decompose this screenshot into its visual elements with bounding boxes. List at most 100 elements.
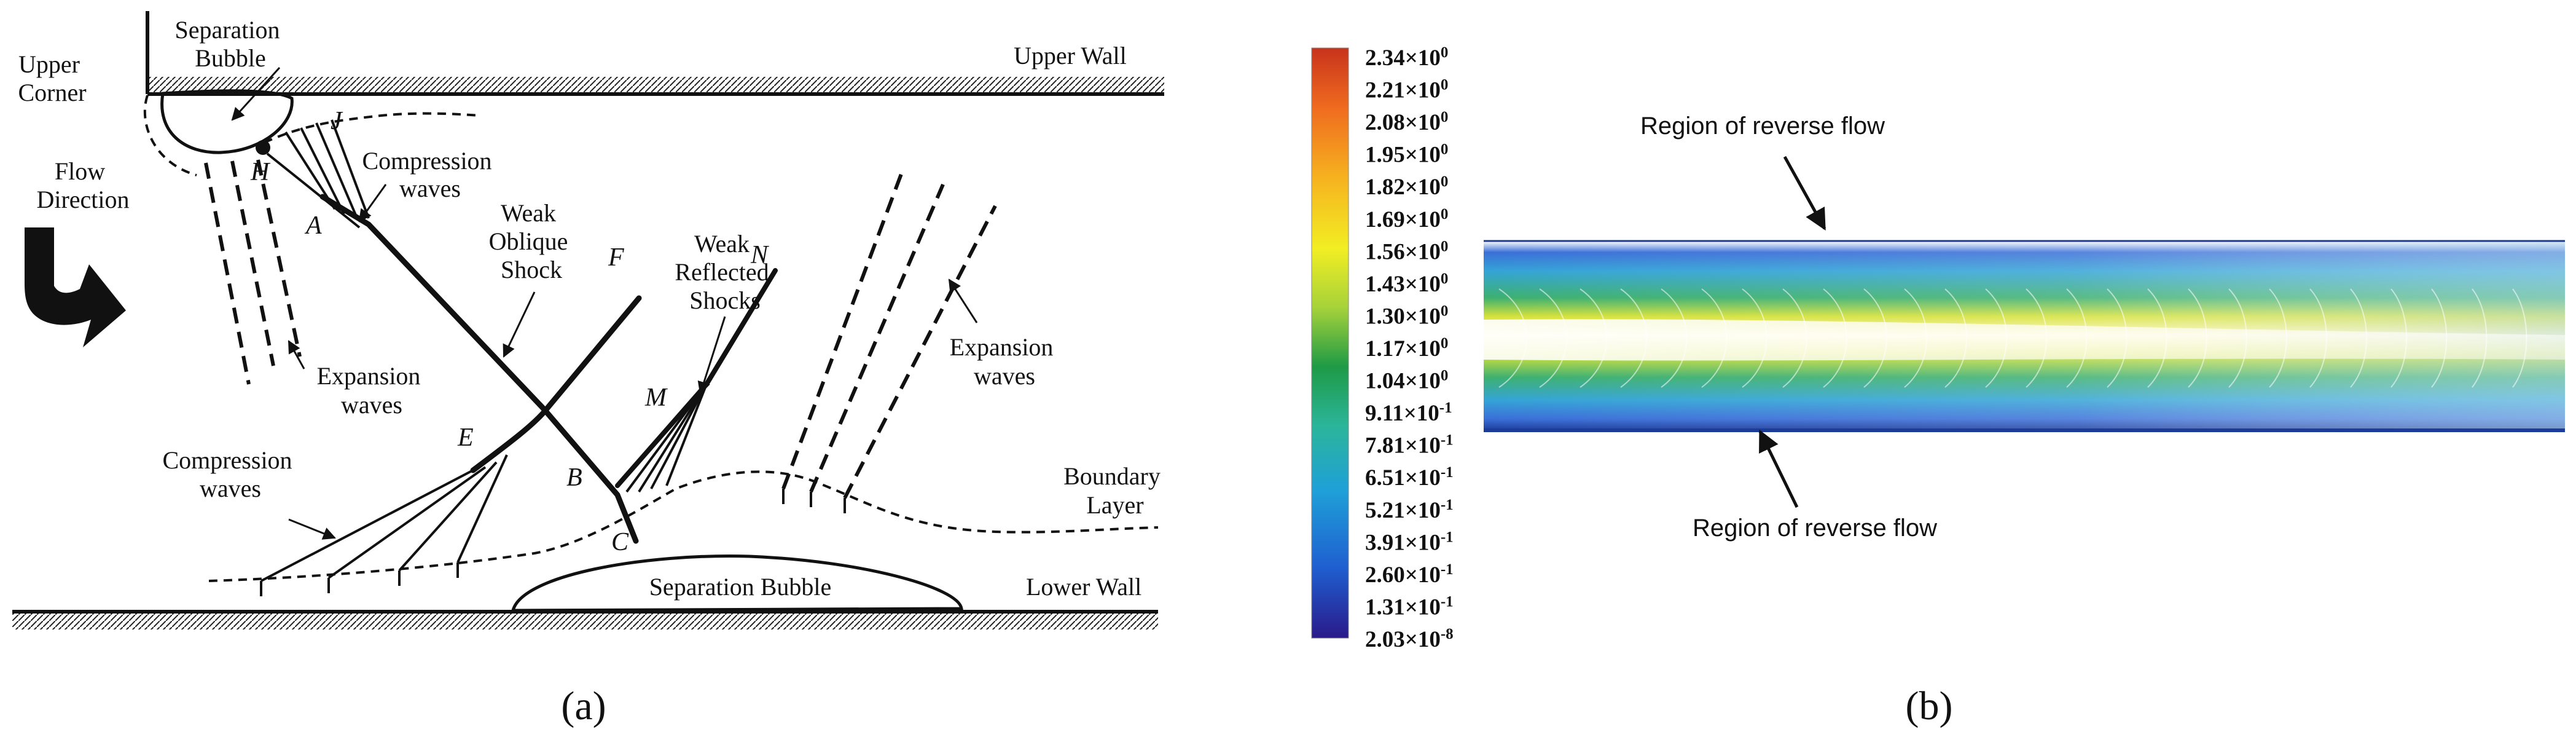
label-weak-oblique-shock: Weak Oblique Shock — [489, 199, 574, 283]
colorbar-tick-label: 6.51×10-1 — [1365, 464, 1454, 491]
contour-line — [2472, 288, 2488, 388]
contour-line — [1985, 288, 2008, 388]
upper-wall-hatch — [147, 77, 1164, 93]
colorbar-tick-label: 1.04×100 — [1365, 367, 1448, 394]
colorbar-tick-label: 1.31×10-1 — [1365, 593, 1454, 620]
compression-waves-top — [266, 119, 370, 229]
leader-compression-bottom — [288, 518, 336, 540]
colorbar-tick-label: 5.21×10-1 — [1365, 496, 1454, 523]
point-label-J: J — [331, 107, 343, 135]
contour-line — [2269, 288, 2287, 388]
contour-line — [1904, 288, 1927, 388]
leader-expansion-left — [288, 340, 305, 369]
arrow-reverse-flow-bottom — [1758, 429, 1799, 508]
contour-line — [1742, 288, 1768, 388]
point-label-N: N — [750, 241, 769, 269]
panel-b-contour: 2.34×100 2.21×100 2.08×100 1.95×100 1.82×100… — [1311, 44, 2565, 728]
contour-line — [2026, 288, 2048, 388]
label-weak-reflected-shocks: Weak Reflected Shocks — [675, 230, 775, 314]
colorbar-tick-label: 1.69×100 — [1365, 205, 1448, 232]
label-expansion-waves-left: Expansion waves — [317, 362, 427, 419]
label-boundary-layer: Boundary Layer — [1063, 462, 1167, 519]
colorbar-tick-label: 2.60×10-1 — [1365, 561, 1454, 588]
panel-a-shock-schematic: Separation Bubble Upper Wall Upper Corne… — [12, 11, 1167, 728]
caption-b: (b) — [1906, 684, 1953, 728]
label-separation-bubble-bottom: Separation Bubble — [649, 573, 832, 601]
contour-line — [2107, 288, 2128, 388]
contour-line — [2431, 288, 2448, 388]
colorbar-tick-label: 2.34×100 — [1365, 44, 1448, 71]
lower-wall-hatch — [12, 614, 1158, 630]
label-compression-waves-bottom: Compression waves — [162, 446, 298, 502]
contour-line — [1580, 288, 1608, 388]
contour-line — [2350, 288, 2368, 388]
compression-ticks — [260, 489, 846, 596]
colorbar-tick-labels: 2.34×100 2.21×100 2.08×100 1.95×100 1.82×100… — [1365, 44, 1454, 653]
point-labels: H J A F N M E B C — [250, 107, 769, 556]
compression-fan-M — [625, 383, 708, 493]
arrow-reverse-flow-top — [1783, 156, 1826, 231]
colorbar-tick-label: 1.95×100 — [1365, 141, 1448, 168]
leader-separation-bubble — [231, 66, 281, 121]
label-separation-bubble-top: Separation Bubble — [174, 16, 286, 72]
lower-separation-bubble — [511, 555, 963, 612]
expansion-waves-right — [781, 168, 997, 499]
expansion-waves-left — [204, 159, 302, 385]
annotation-reverse-flow-bottom: Region of reverse flow — [1693, 515, 1937, 542]
leader-reflected — [697, 316, 726, 395]
compression-waves-bottom — [260, 454, 508, 582]
label-upper-corner: Upper Corner — [18, 50, 86, 106]
reflected-shock-EF — [470, 295, 642, 473]
label-expansion-waves-right: Expansion waves — [950, 333, 1060, 390]
colorbar-tick-label: 1.56×100 — [1365, 238, 1448, 265]
colorbar-tick-label: 9.11×10-1 — [1365, 400, 1452, 427]
label-compression-waves-top: Compression waves — [362, 147, 498, 202]
contour-line — [1661, 288, 1688, 388]
upper-separation-bubble — [160, 89, 294, 154]
contour-line — [2188, 288, 2207, 388]
point-label-M: M — [644, 384, 668, 412]
contour-line — [1498, 288, 1527, 388]
contour-line — [1539, 288, 1567, 388]
leader-oblique-shock — [503, 291, 536, 358]
colorbar-tick-label: 7.81×10-1 — [1365, 432, 1454, 459]
point-label-F: F — [608, 243, 624, 272]
contour-line — [1944, 288, 1967, 388]
leader-expansion-right — [948, 278, 978, 323]
point-label-E: E — [457, 424, 474, 452]
leader-compression-top — [358, 184, 387, 223]
colorbar-tick-label: 1.82×100 — [1365, 173, 1448, 200]
lower-boundary-layer — [208, 470, 1159, 582]
contour-line — [2147, 288, 2167, 388]
colorbar-tick-label: 1.17×100 — [1365, 335, 1448, 362]
colorbar-tick-label: 2.03×10-8 — [1365, 626, 1454, 653]
point-H-dot — [256, 140, 270, 155]
flow-direction-arrow — [25, 227, 126, 347]
contour-line — [1823, 288, 1847, 388]
contour-line — [2309, 288, 2327, 388]
point-label-H: H — [250, 158, 271, 186]
contour-line — [2066, 288, 2088, 388]
colorbar-tick-label: 2.21×100 — [1365, 76, 1448, 103]
contour-line — [1863, 288, 1887, 388]
contour-line — [1782, 288, 1807, 388]
colorbar-tick-label: 1.30×100 — [1365, 302, 1448, 330]
contour-line — [2390, 288, 2408, 388]
upper-boundary-dashed — [264, 112, 480, 144]
label-lower-wall: Lower Wall — [1026, 573, 1141, 601]
contour-core — [1484, 319, 2565, 361]
annotation-reverse-flow-top: Region of reverse flow — [1640, 112, 1885, 140]
colorbar-tick-label: 2.08×100 — [1365, 109, 1448, 136]
contour-line — [2228, 288, 2247, 388]
upper-corner-dashed — [143, 95, 197, 176]
colorbar — [1311, 47, 1349, 639]
label-upper-wall: Upper Wall — [1014, 42, 1127, 69]
point-label-A: A — [304, 211, 322, 240]
point-label-B: B — [566, 464, 582, 492]
contour-line — [1701, 288, 1728, 388]
caption-a: (a) — [561, 684, 606, 728]
label-flow-direction: Flow Direction — [36, 157, 129, 213]
point-label-C: C — [611, 528, 629, 556]
velocity-contour-field — [1484, 240, 2565, 432]
